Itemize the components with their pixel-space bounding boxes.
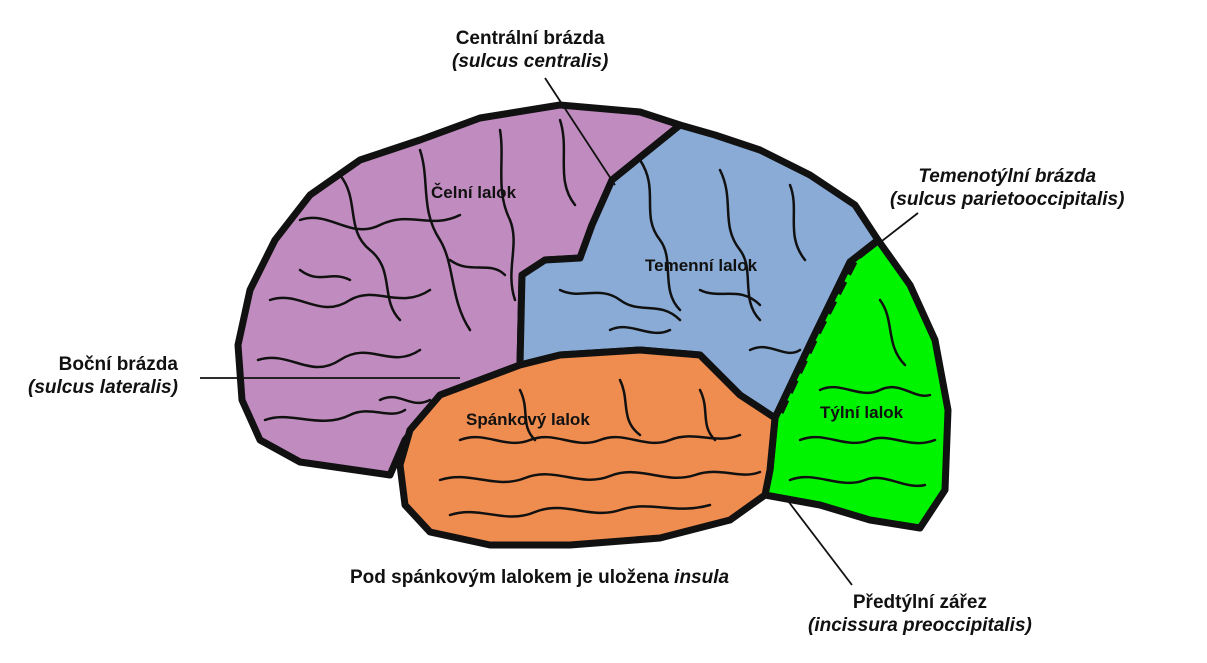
preoccipital-name: Předtýlní zářez (852, 592, 987, 613)
leader-lines (200, 77, 919, 586)
central-sulcus-name: Centrální brázda (455, 28, 605, 49)
label-insula-note: Pod spánkovým lalokem je uložena insula (350, 566, 729, 589)
leader-parietooccipital (859, 212, 919, 259)
leader-central (544, 77, 616, 186)
central-sulcus-latin: (sulcus centralis) (452, 51, 609, 72)
lateral-sulcus-name: Boční brázda (58, 354, 178, 375)
parieto-occipital-latin: (sulcus parietooccipitalis) (890, 189, 1125, 210)
label-parieto-occipital-sulcus: Temenotýlní brázda (sulcus parietooccipi… (890, 165, 1124, 211)
gyri-lines (256, 118, 937, 518)
insula-note-text: Pod spánkovým lalokem je uložena (350, 567, 675, 588)
lateral-sulcus-latin: (sulcus lateralis) (28, 377, 178, 398)
label-preoccipital-notch: Předtýlní zářez (incissura preoccipitali… (808, 591, 1032, 637)
label-lateral-sulcus: Boční brázda (sulcus lateralis) (28, 353, 178, 399)
parieto-occipital-name: Temenotýlní brázda (918, 166, 1097, 187)
label-central-sulcus: Centrální brázda (sulcus centralis) (452, 27, 608, 73)
insula-note-italic: insula (674, 567, 730, 588)
lobe-label-temporal: Spánkový lalok (466, 410, 590, 429)
temporal-lobe (396, 346, 779, 549)
occipital-lobe (761, 236, 952, 532)
preoccipital-latin: (incissura preoccipitalis) (808, 615, 1032, 636)
lobe-label-frontal: Čelní lalok (431, 183, 517, 202)
leader-preoccipital (784, 496, 853, 586)
lobe-label-parietal: Temenní lalok (645, 256, 758, 275)
lobe-label-occipital: Týlní lalok (820, 403, 904, 422)
parieto-occipital-dashed-line (777, 260, 858, 417)
